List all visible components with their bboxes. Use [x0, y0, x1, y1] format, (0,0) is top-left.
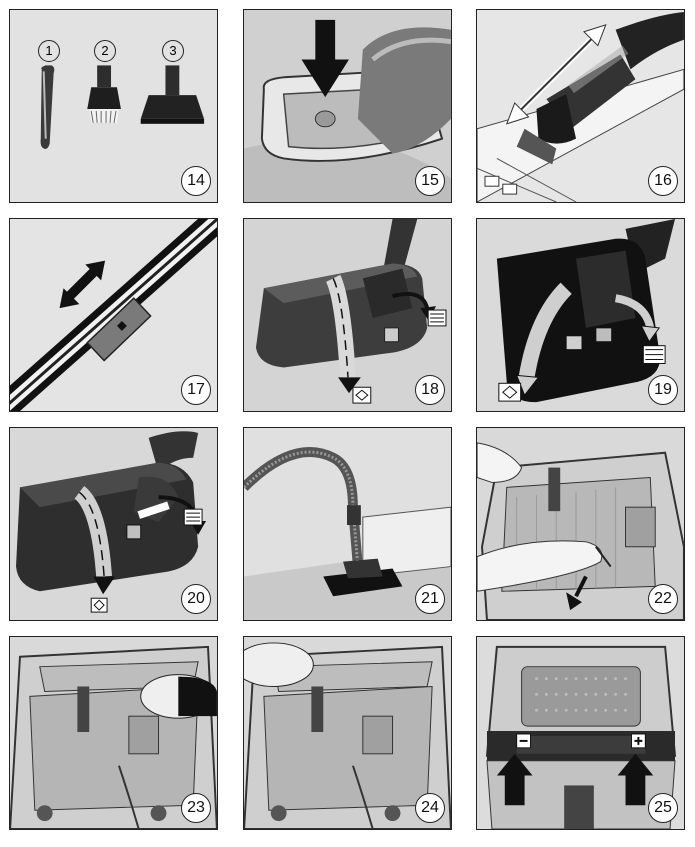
figure-number: 25	[648, 793, 678, 823]
floorhead-switch-illustration	[244, 219, 451, 411]
hard-floor-symbol-icon	[498, 382, 522, 402]
figure-number: 16	[648, 166, 678, 196]
carpet-symbol-icon	[642, 345, 666, 364]
figure-number: 24	[415, 793, 445, 823]
arrow-icon	[505, 24, 607, 125]
illustration-panel-25: 25	[476, 636, 685, 830]
arrow-icon	[74, 486, 207, 595]
illustration-panel-22: 22	[476, 427, 685, 621]
suction-power-illustration	[477, 637, 684, 829]
illustration-panel-15: 15	[243, 9, 452, 203]
plus-icon	[630, 733, 646, 749]
storage-clip-illustration	[244, 10, 451, 202]
arrow-icon	[59, 260, 106, 309]
figure-number: 23	[181, 793, 211, 823]
arrow-icon	[515, 282, 661, 397]
illustration-panel-23: 23	[9, 636, 218, 830]
illustration-panel-16: 16	[476, 9, 685, 203]
arrow-icon	[496, 753, 654, 806]
illustration-panel-21: 21	[243, 427, 452, 621]
minus-icon	[516, 733, 532, 749]
carpet-symbol-icon	[427, 309, 447, 327]
sublabel-3: 3	[162, 40, 184, 62]
figure-number: 15	[415, 166, 445, 196]
cord-rewind-illustration	[244, 637, 451, 829]
hard-floor-symbol-icon	[90, 597, 108, 613]
floorhead-switch-illustration	[10, 428, 217, 620]
dusting-brush-icon	[87, 65, 121, 123]
arrow-icon	[566, 575, 588, 611]
illustration-panel-24: 24	[243, 636, 452, 830]
vacuum-in-use-illustration	[244, 428, 451, 620]
figure-number: 18	[415, 375, 445, 405]
brush-slide-illustration	[477, 10, 684, 202]
cord-release-illustration	[477, 428, 684, 620]
sublabel-2: 2	[94, 40, 116, 62]
carpet-symbol-icon	[183, 508, 203, 526]
cord-rewind-illustration	[10, 637, 217, 829]
illustration-panel-18: 18	[243, 218, 452, 412]
arrow-icon	[301, 19, 349, 98]
illustration-panel-17: 17	[9, 218, 218, 412]
sublabel-1: 1	[38, 40, 60, 62]
illustration-panel-14: 1 2 3 14	[9, 9, 218, 203]
telescopic-tube-illustration	[10, 219, 217, 411]
figure-number: 21	[415, 584, 445, 614]
crevice-nozzle-icon	[40, 65, 55, 149]
arrow-icon	[325, 274, 437, 394]
illustration-panel-20: 20	[9, 427, 218, 621]
figure-number: 19	[648, 375, 678, 405]
floorhead-switch-illustration	[477, 219, 684, 411]
figure-number: 14	[181, 166, 211, 196]
figure-number: 20	[181, 584, 211, 614]
figure-number: 22	[648, 584, 678, 614]
hard-floor-symbol-icon	[352, 386, 372, 404]
figure-number: 17	[181, 375, 211, 405]
upholstery-nozzle-icon	[140, 65, 205, 124]
illustration-panel-19: 19	[476, 218, 685, 412]
